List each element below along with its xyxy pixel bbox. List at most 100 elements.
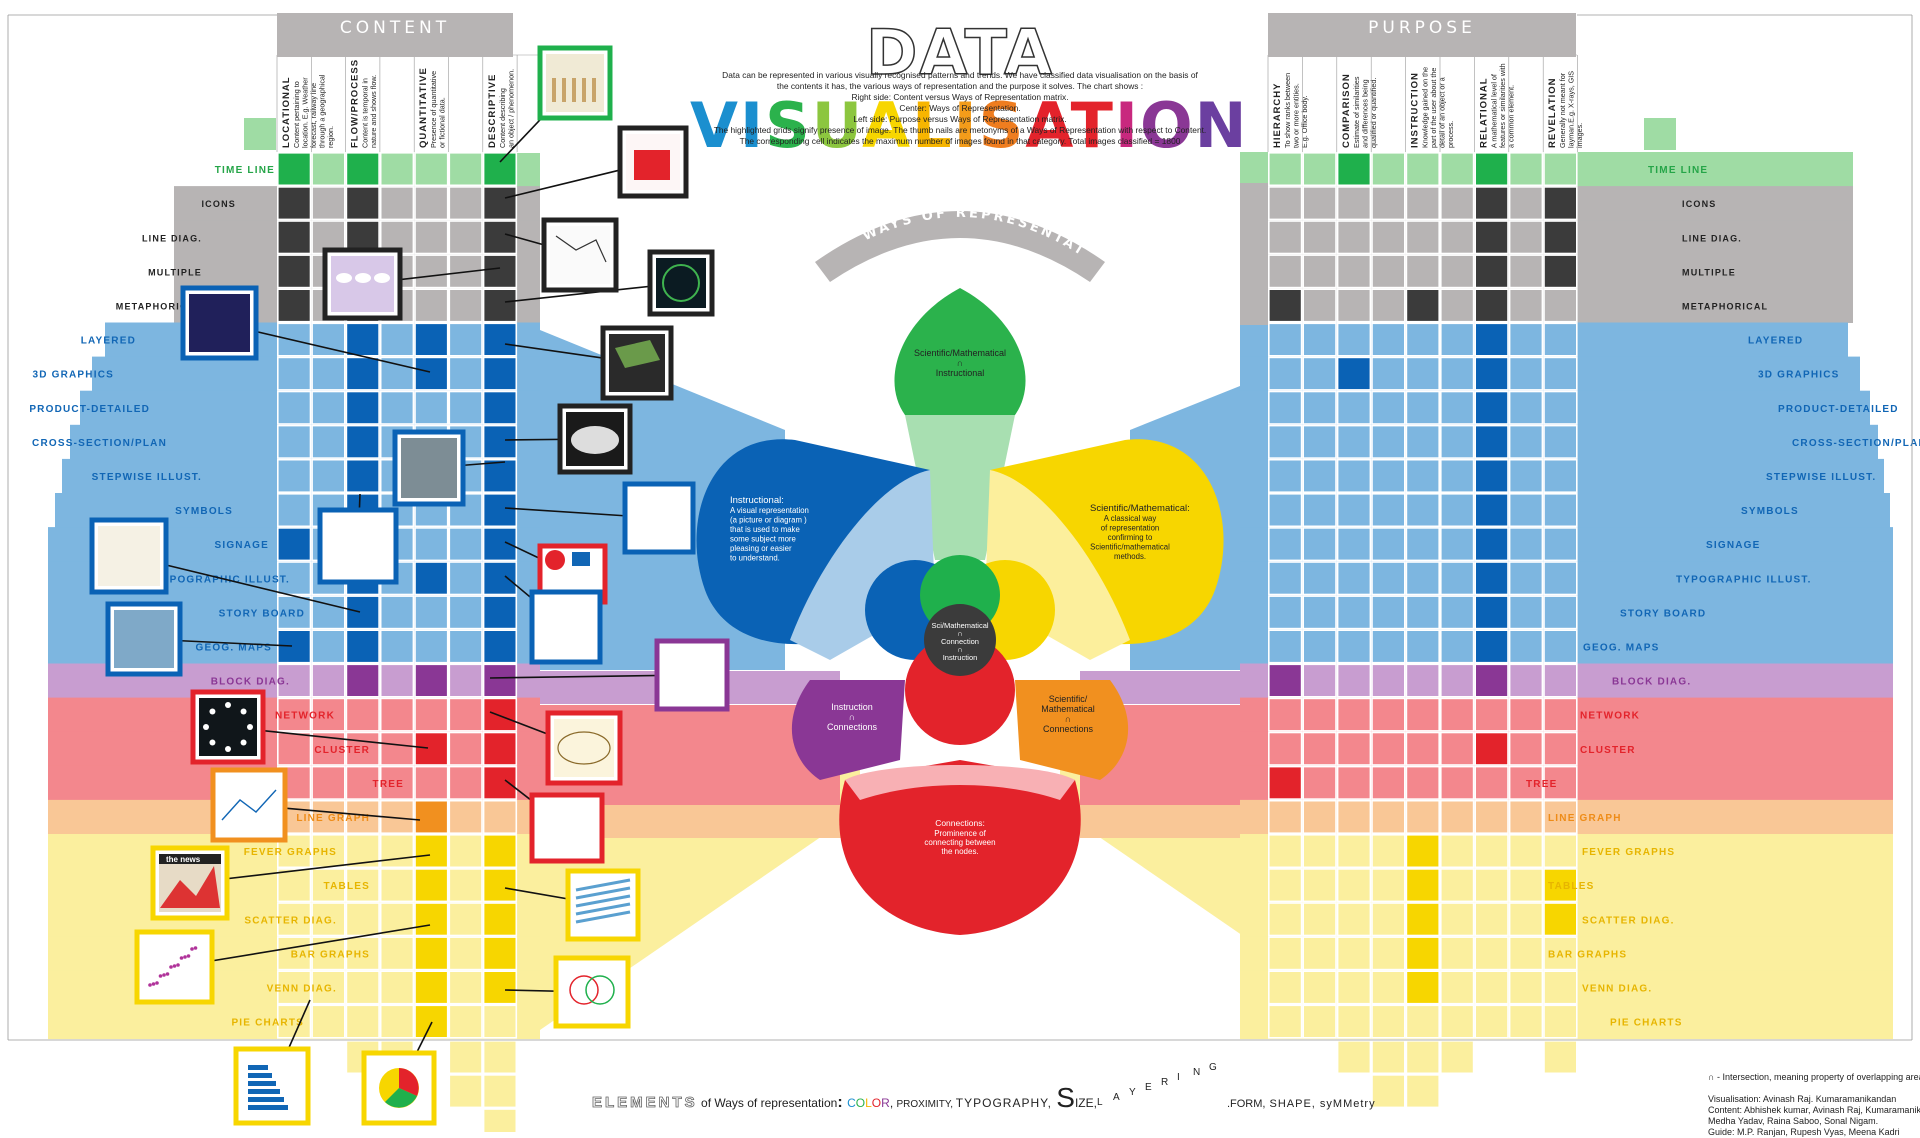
purpose-cell-filled bbox=[1474, 322, 1509, 357]
purpose-cell bbox=[1405, 322, 1441, 357]
column-desc: or fictional data. bbox=[438, 97, 447, 148]
petal-bottom-desc: the nodes. bbox=[941, 847, 978, 856]
purpose-cell bbox=[1440, 1004, 1475, 1039]
purpose-cell bbox=[1543, 322, 1578, 357]
purpose-cell bbox=[1336, 1004, 1372, 1039]
thumbnail-image bbox=[189, 294, 250, 352]
purpose-cell bbox=[1405, 356, 1441, 391]
content-row-label: GEOG. MAPS bbox=[196, 642, 272, 653]
purpose-cell bbox=[1405, 390, 1441, 425]
purpose-cell bbox=[1336, 799, 1372, 835]
purpose-cell bbox=[1508, 902, 1544, 937]
content-tail-cell bbox=[482, 1108, 518, 1132]
content-cell-filled bbox=[482, 424, 518, 459]
content-cell bbox=[276, 697, 312, 732]
thumb-detail bbox=[248, 1097, 284, 1102]
thumb-detail bbox=[248, 1073, 272, 1078]
thumb-detail bbox=[336, 273, 352, 283]
thumb-detail bbox=[248, 1065, 268, 1070]
purpose-cell bbox=[1336, 458, 1372, 494]
purpose-cell bbox=[1302, 1004, 1337, 1039]
purpose-cell bbox=[1336, 970, 1372, 1005]
content-cell-filled bbox=[414, 902, 449, 937]
purpose-cell-filled bbox=[1336, 356, 1372, 391]
purpose-cell bbox=[1371, 833, 1406, 869]
petal-right-desc: confirming to bbox=[1108, 533, 1153, 542]
purpose-cell bbox=[1508, 492, 1544, 528]
intro-line: the contents it has, the various ways of… bbox=[776, 81, 1144, 91]
content-cell-filled bbox=[345, 322, 380, 357]
content-cell-filled bbox=[482, 629, 518, 664]
purpose-cell bbox=[1302, 390, 1337, 425]
content-cell bbox=[276, 731, 312, 766]
purpose-cell bbox=[1336, 220, 1372, 255]
circle-center bbox=[924, 604, 996, 676]
content-cell bbox=[276, 424, 312, 459]
content-cell-filled bbox=[482, 765, 518, 800]
title-letter: S bbox=[765, 89, 812, 162]
intro-line: The highlighted grids signify presence o… bbox=[713, 125, 1207, 135]
content-cell bbox=[276, 902, 312, 937]
content-row-label: CLUSTER bbox=[314, 745, 370, 756]
purpose-cell bbox=[1543, 527, 1578, 562]
purpose-cell bbox=[1336, 629, 1372, 664]
purpose-cell bbox=[1302, 731, 1337, 766]
petal-lower-right bbox=[1015, 680, 1129, 780]
petal-left-desc: (a picture or diagram ) bbox=[730, 516, 807, 525]
purpose-cell bbox=[1543, 390, 1578, 425]
content-cell bbox=[345, 868, 380, 903]
intro-line: Data can be represented in various visua… bbox=[722, 70, 1198, 80]
purpose-cell bbox=[1508, 561, 1544, 596]
purpose-cell-filled bbox=[1474, 254, 1509, 289]
caption-color-letter: O bbox=[855, 1096, 866, 1110]
purpose-cell-filled bbox=[1405, 288, 1441, 323]
purpose-cell bbox=[1543, 799, 1578, 835]
title-letter: L bbox=[912, 89, 954, 162]
petal-left-desc: some subject more bbox=[730, 535, 796, 544]
content-cell bbox=[379, 970, 415, 1005]
purpose-gray-extend bbox=[1240, 183, 1268, 325]
content-cell bbox=[379, 868, 415, 903]
content-cell-filled bbox=[482, 833, 518, 869]
thumb-detail bbox=[183, 955, 187, 959]
purpose-cell bbox=[1440, 936, 1475, 971]
content-cell bbox=[482, 1004, 518, 1039]
content-tail-cell bbox=[448, 1074, 483, 1109]
purpose-cell bbox=[1508, 288, 1544, 323]
caption-size-big: S bbox=[1056, 1082, 1075, 1113]
content-row-label: METAPHORICAL bbox=[116, 301, 202, 311]
purpose-cell bbox=[1268, 902, 1303, 937]
content-cell-filled bbox=[414, 322, 449, 357]
content-cell-filled bbox=[482, 186, 518, 221]
content-cell bbox=[345, 902, 380, 937]
purpose-cell bbox=[1440, 561, 1475, 596]
purpose-cell bbox=[1440, 697, 1475, 732]
content-cell bbox=[311, 799, 346, 835]
content-cell bbox=[448, 799, 483, 835]
purpose-cell bbox=[1440, 288, 1475, 323]
purpose-cell bbox=[1336, 254, 1372, 289]
purpose-row-label: TIME LINE bbox=[1648, 165, 1708, 176]
caption-color-letter: O bbox=[871, 1096, 882, 1110]
thumb-detail bbox=[176, 963, 180, 967]
center-text: ∩ bbox=[957, 629, 962, 638]
purpose-cell bbox=[1371, 390, 1406, 425]
purpose-cell bbox=[1474, 868, 1509, 903]
caption-layering-letter: E bbox=[1144, 1082, 1152, 1093]
purpose-cell bbox=[1268, 833, 1303, 869]
purpose-cell bbox=[1543, 424, 1578, 459]
column-title: REVELATION bbox=[1547, 77, 1558, 148]
purpose-cell bbox=[1268, 424, 1303, 459]
purpose-cell bbox=[1302, 424, 1337, 459]
thumb-detail bbox=[634, 150, 670, 180]
purpose-cell bbox=[1371, 936, 1406, 971]
content-row-label: SIGNAGE bbox=[214, 540, 269, 551]
purpose-cell bbox=[1508, 458, 1544, 494]
content-cell-filled bbox=[482, 697, 518, 732]
thumb-detail bbox=[193, 946, 198, 950]
purpose-cell bbox=[1440, 356, 1475, 391]
purpose-cell bbox=[1302, 254, 1337, 289]
content-cell bbox=[345, 697, 380, 732]
content-cell bbox=[311, 936, 346, 971]
